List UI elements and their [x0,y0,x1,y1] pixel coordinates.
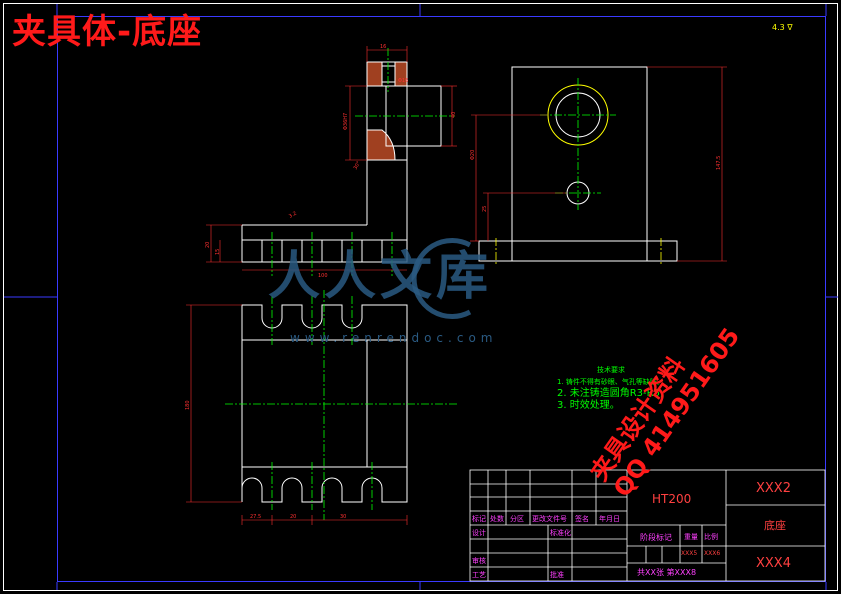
dim-plan-w3: 30 [340,514,346,520]
row-label-mark: 标记 [472,515,486,523]
drawing-title: 夹具体-底座 [12,12,203,52]
design-label: 设计 [472,529,486,537]
row-label-zone: 分区 [510,515,524,523]
title-block [469,469,826,582]
side-view-dimensions [206,46,457,271]
plan-view-dim-text: 180 27.5 20 30 [185,400,346,520]
dim-base-h2: 20 [205,242,211,248]
tech-note-1: 1. 铸件不得有砂眼、气孔等缺陷。 [557,378,664,386]
plan-view-dimensions [186,304,408,525]
dim-left-dia: Φ36H7 [343,113,349,130]
watermark-brand: 人人文库 [268,247,493,307]
inner-border [57,16,826,582]
row-label-date: 年月日 [599,515,620,523]
surface-roughness-mark: 4.3 ∇ [772,23,793,32]
approve-label: 批准 [550,571,564,579]
dim-plan-w1: 27.5 [250,514,261,520]
side-view-dim-text: 16 Φ16 Φ36H7 40 30° 3.2 20 15 100 [205,44,457,279]
part-name: 底座 [764,519,786,532]
weight-label: 重量 [684,533,698,541]
dim-side-height: 40 [451,112,457,118]
dim-top-width: 16 [380,44,386,50]
dim-right-h2: 25 [482,206,488,212]
sheet-count: 共XX张 第XXX8 [637,568,697,577]
scale-value: XXX6 [704,550,721,557]
tech-note-3: 3. 时效处理。 [557,400,620,411]
scale-label: 比例 [704,533,718,541]
dim-base-h1: 15 [215,249,221,255]
standard-label: 标准化 [550,529,571,537]
row-label-count: 处数 [490,515,504,523]
front-view [478,66,678,262]
dim-ra: 3.2 [288,211,298,220]
company-name: XXX4 [756,556,791,571]
tech-note-2: 2. 未注铸造圆角R3-R5; [557,388,664,399]
dim-plan-w2: 20 [290,514,296,520]
technical-requirements: 技术要求 1. 铸件不得有砂眼、气孔等缺陷。 2. 未注铸造圆角R3-R5; 3… [557,364,664,412]
material-label: HT200 [652,492,692,506]
dim-hole-dia: Φ16 [398,78,408,84]
side-view-centerlines [271,48,455,276]
dim-right-total: 147.5 [716,156,722,170]
stage-mark-label: 阶段标记 [640,533,672,542]
tech-notes-title: 技术要求 [597,366,625,374]
weight-value: XXX5 [681,550,698,557]
row-label-sign: 签名 [575,515,589,523]
center-marks [4,4,838,590]
dim-plan-height: 180 [185,400,191,410]
front-view-centerlines [495,78,662,265]
watermark-logo [411,238,472,319]
dim-base-len: 100 [318,273,328,279]
row-label-change: 更改文件号 [532,515,567,523]
front-view-dimensions [470,66,727,262]
dim-angle: 30° [353,160,363,171]
dim-right-h1: Φ20 [470,150,476,160]
drawing-number: XXX2 [756,481,791,496]
review-label: 审核 [472,557,486,565]
plan-view [241,304,408,503]
front-view-dim-text: Φ20 25 147.5 [470,150,722,212]
plan-view-centerlines [225,290,458,520]
watermark-url: www.renrendoc.com [290,331,498,345]
process-label: 工艺 [472,571,486,579]
